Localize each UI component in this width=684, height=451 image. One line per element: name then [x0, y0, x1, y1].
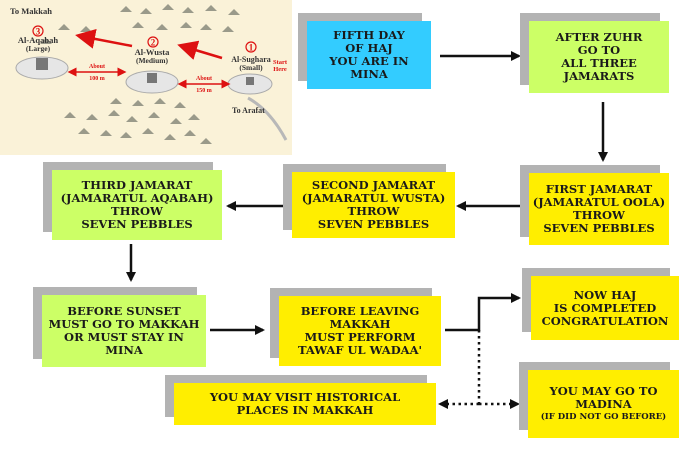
box-after-zuhr: AFTER ZUHR GO TO ALL THREE JAMARATS	[529, 21, 669, 93]
before-leaving-line-1: BEFORE LEAVING	[300, 304, 420, 318]
distance-2-value: 150 m	[196, 88, 212, 94]
fifth-day-line-2: OF HAJ	[345, 41, 393, 55]
before-sunset-line-2: MUST GO TO MAKKAH	[48, 317, 200, 331]
fifth-day-line-1: FIFTH DAY	[333, 28, 405, 42]
to-arafat-label: To Arafat	[232, 106, 265, 115]
second-jamarat-line-1: SECOND JAMARAT	[311, 178, 436, 192]
go-madina-line-1: YOU MAY GO TO	[549, 383, 658, 398]
box-before-leaving: BEFORE LEAVING MAKKAH MUST PERFORM TAWAF…	[279, 296, 441, 366]
box-visit-places: YOU MAY VISIT HISTORICAL PLACES IN MAKKA…	[174, 383, 436, 425]
haj-completed-line-1: NOW HAJ	[573, 287, 637, 302]
box-first-jamarat: FIRST JAMARAT (JAMARATUL OOLA) THROW SEV…	[529, 173, 669, 245]
pillar-3-size: (Large)	[26, 44, 51, 53]
to-makkah-label: To Makkah	[10, 6, 52, 16]
box-go-madina: YOU MAY GO TO MADINA (IF DID NOT GO BEFO…	[528, 370, 679, 438]
distance-1-value: 100 m	[89, 76, 105, 82]
start-label: Start	[273, 59, 288, 66]
pillar-1-size: (Small)	[239, 63, 263, 72]
second-jamarat-line-2: (JAMARATUL WUSTA)	[301, 191, 446, 205]
before-sunset-line-1: BEFORE SUNSET	[67, 304, 181, 318]
jamarat-map: 3 2 1 To Makkah Al-Aqabah (Large) Al-Wus…	[0, 0, 292, 155]
first-jamarat-line-3: THROW	[573, 208, 625, 222]
pillar-2-name: Al-Wusta	[135, 47, 171, 57]
box-third-jamarat: THIRD JAMARAT (JAMARATUL AQABAH) THROW S…	[52, 170, 222, 240]
haj-completed-line-3: CONGRATULATION	[541, 313, 669, 328]
before-sunset-line-4: MINA	[105, 343, 143, 357]
first-jamarat-line-1: FIRST JAMARAT	[545, 182, 653, 196]
pillar-1-name: Al-Sughara	[231, 55, 271, 64]
second-jamarat-line-3: THROW	[347, 204, 400, 218]
after-zuhr-line-3: ALL THREE	[561, 56, 637, 70]
box-fifth-day: FIFTH DAY OF HAJ YOU ARE IN MINA	[307, 21, 431, 89]
before-sunset-line-3: OR MUST STAY IN	[64, 330, 184, 344]
after-zuhr-line-2: GO TO	[577, 43, 621, 57]
arrow-leaving-to-completed	[445, 293, 521, 332]
pillar-2-size: (Medium)	[136, 56, 169, 65]
go-madina-line-2: MADINA	[575, 396, 632, 411]
haj-completed-line-2: IS COMPLETED	[553, 300, 657, 315]
third-jamarat-line-1: THIRD JAMARAT	[81, 178, 193, 192]
fifth-day-line-3: YOU ARE IN	[329, 54, 409, 68]
before-leaving-line-2: MAKKAH	[329, 317, 391, 331]
before-leaving-line-3: MUST PERFORM	[304, 330, 416, 344]
first-jamarat-line-2: (JAMARATUL OOLA)	[532, 195, 666, 209]
here-label: Here	[273, 66, 287, 73]
box-before-sunset: BEFORE SUNSET MUST GO TO MAKKAH OR MUST …	[42, 295, 206, 367]
after-zuhr-line-1: AFTER ZUHR	[555, 30, 643, 44]
third-jamarat-line-3: THROW	[111, 204, 163, 218]
first-jamarat-line-4: SEVEN PEBBLES	[543, 221, 655, 235]
box-haj-completed: NOW HAJ IS COMPLETED CONGRATULATION	[531, 276, 679, 340]
before-leaving-line-4: TAWAF UL WADAA'	[297, 343, 423, 357]
pillar-2-number: 2	[151, 38, 156, 48]
visit-places-line-2: PLACES IN MAKKAH	[236, 403, 374, 417]
pillar-3-name: Al-Aqabah	[18, 35, 58, 45]
third-jamarat-line-4: SEVEN PEBBLES	[81, 217, 193, 231]
box-second-jamarat: SECOND JAMARAT (JAMARATUL WUSTA) THROW S…	[292, 172, 455, 238]
go-madina-note: (IF DID NOT GO BEFORE)	[540, 411, 667, 422]
visit-places-line-1: YOU MAY VISIT HISTORICAL	[209, 390, 401, 404]
distance-1-label: About	[89, 64, 105, 70]
pillar-3-number: 3	[36, 27, 41, 37]
second-jamarat-line-4: SEVEN PEBBLES	[317, 217, 430, 231]
fifth-day-line-4: MINA	[350, 67, 388, 81]
distance-2-label: About	[196, 76, 212, 82]
third-jamarat-line-2: (JAMARATUL AQABAH)	[60, 191, 214, 205]
pillar-1-number: 1	[249, 43, 254, 53]
after-zuhr-line-4: JAMARATS	[563, 69, 635, 83]
